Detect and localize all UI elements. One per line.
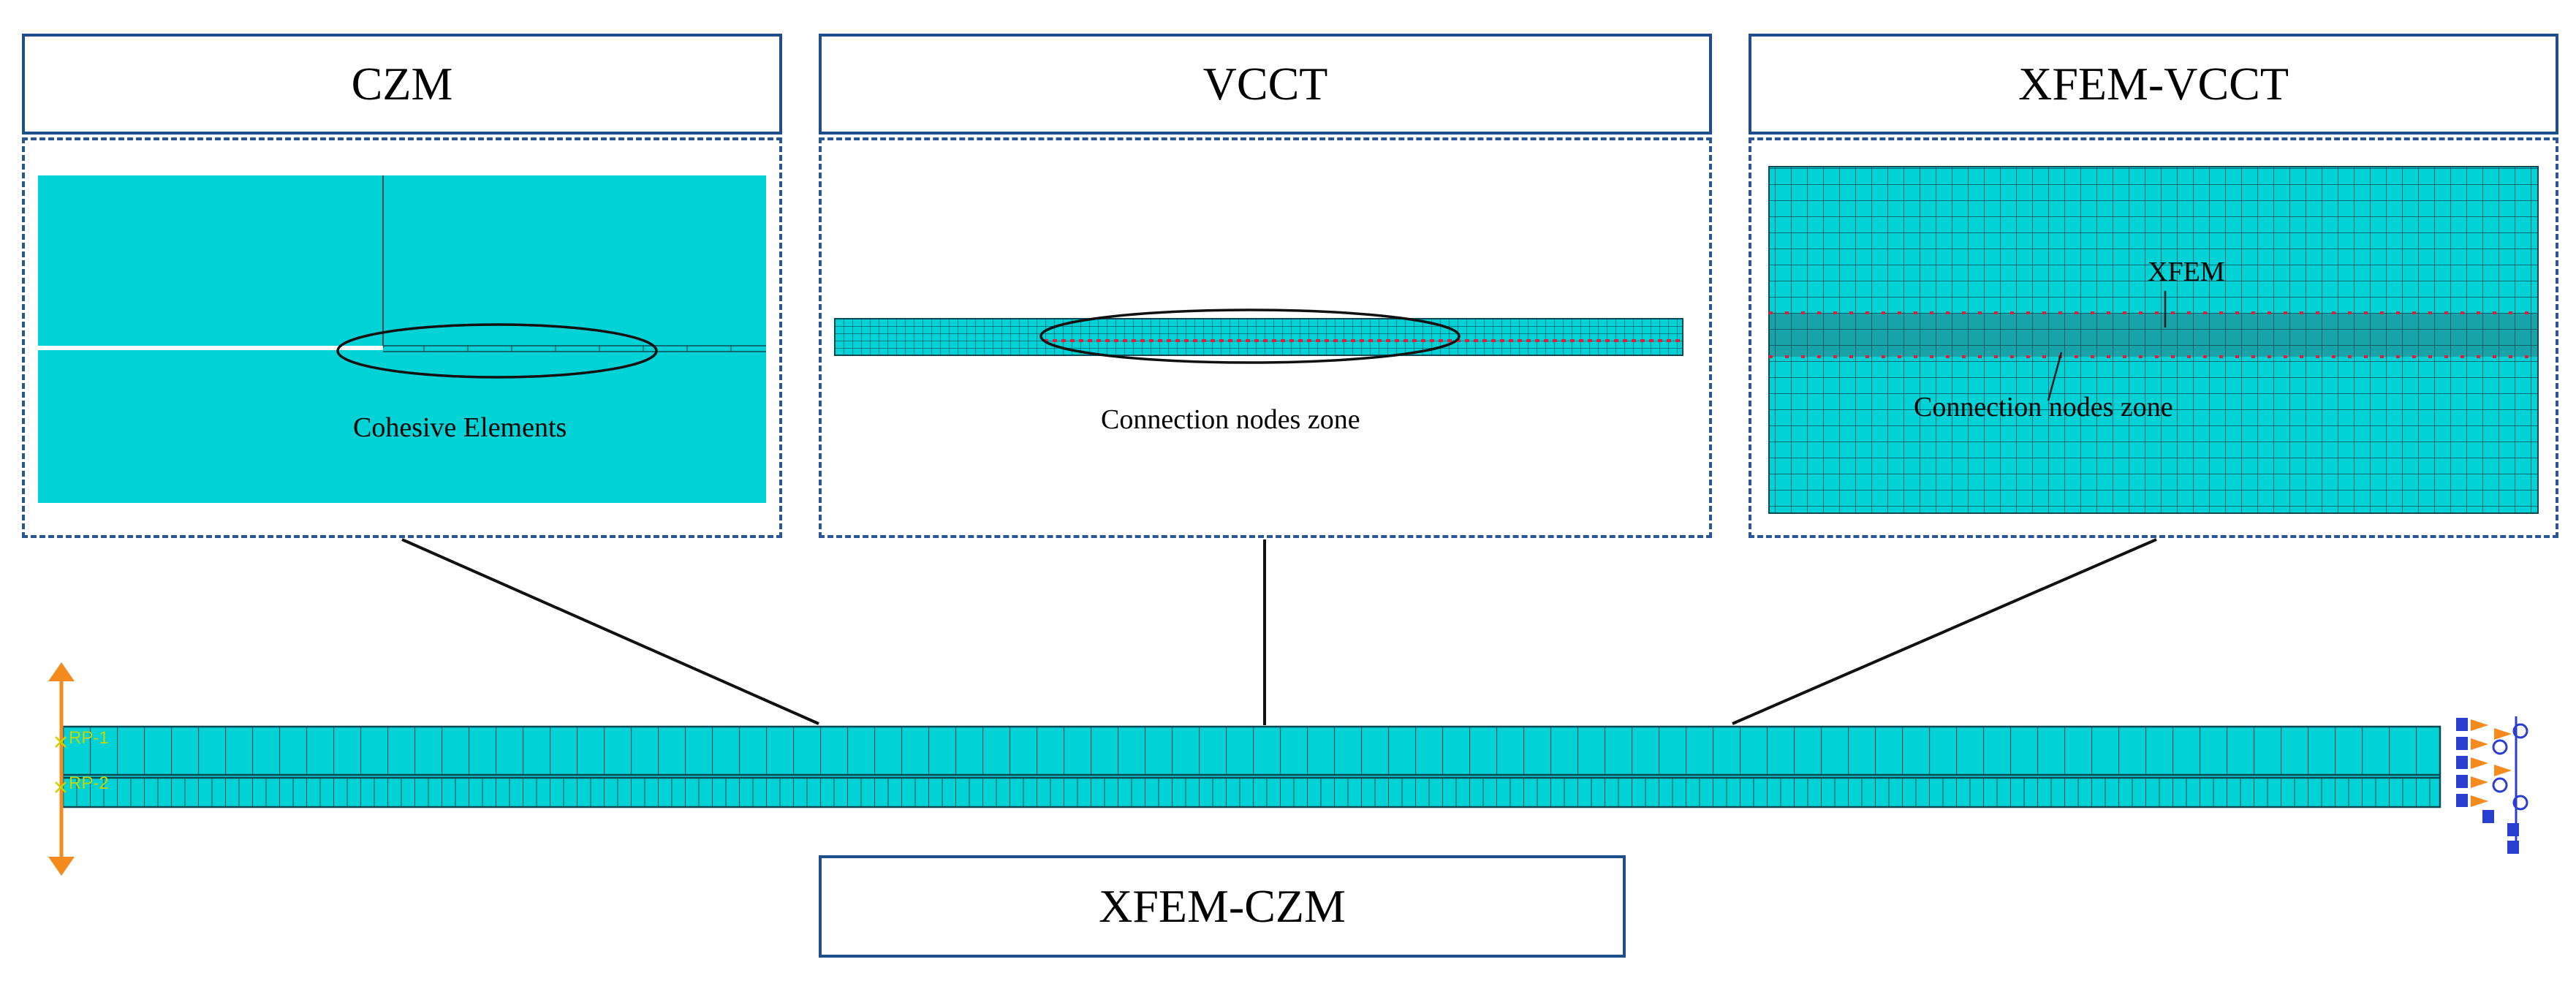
nodes-leader-line bbox=[2047, 352, 2063, 401]
xfem-vcct-title: XFEM-VCCT bbox=[2018, 58, 2289, 110]
xfem-vcct-mesh bbox=[1768, 166, 2539, 514]
xfem-czm-title-box: XFEM-CZM bbox=[819, 855, 1626, 958]
czm-mesh bbox=[38, 175, 766, 503]
vcct-highlight-ellipse bbox=[1039, 308, 1461, 364]
reference-point-markers bbox=[55, 736, 67, 793]
ref-point-1-label: RP-1 bbox=[69, 728, 109, 748]
czm-annotation: Cohesive Elements bbox=[353, 412, 567, 443]
ref-point-2-label: RP-2 bbox=[69, 773, 109, 793]
main-beam-model bbox=[61, 725, 2441, 808]
xfem-vcct-title-box: XFEM-VCCT bbox=[1749, 34, 2558, 135]
vcct-annotation: Connection nodes zone bbox=[1101, 404, 1360, 435]
xfem-nodes-annotation: Connection nodes zone bbox=[1914, 392, 2173, 423]
czm-title: CZM bbox=[351, 58, 453, 110]
xfem-annotation: XFEM bbox=[2148, 257, 2225, 287]
vcct-title: VCCT bbox=[1202, 58, 1328, 110]
connector-lines bbox=[401, 538, 2157, 725]
boundary-condition-markers bbox=[2456, 716, 2528, 854]
czm-title-box: CZM bbox=[22, 34, 782, 135]
xfem-czm-title: XFEM-CZM bbox=[1099, 880, 1346, 932]
czm-highlight-ellipse bbox=[336, 323, 658, 379]
vcct-mesh bbox=[834, 308, 1683, 364]
load-arrow bbox=[48, 662, 75, 876]
vcct-title-box: VCCT bbox=[819, 34, 1712, 135]
